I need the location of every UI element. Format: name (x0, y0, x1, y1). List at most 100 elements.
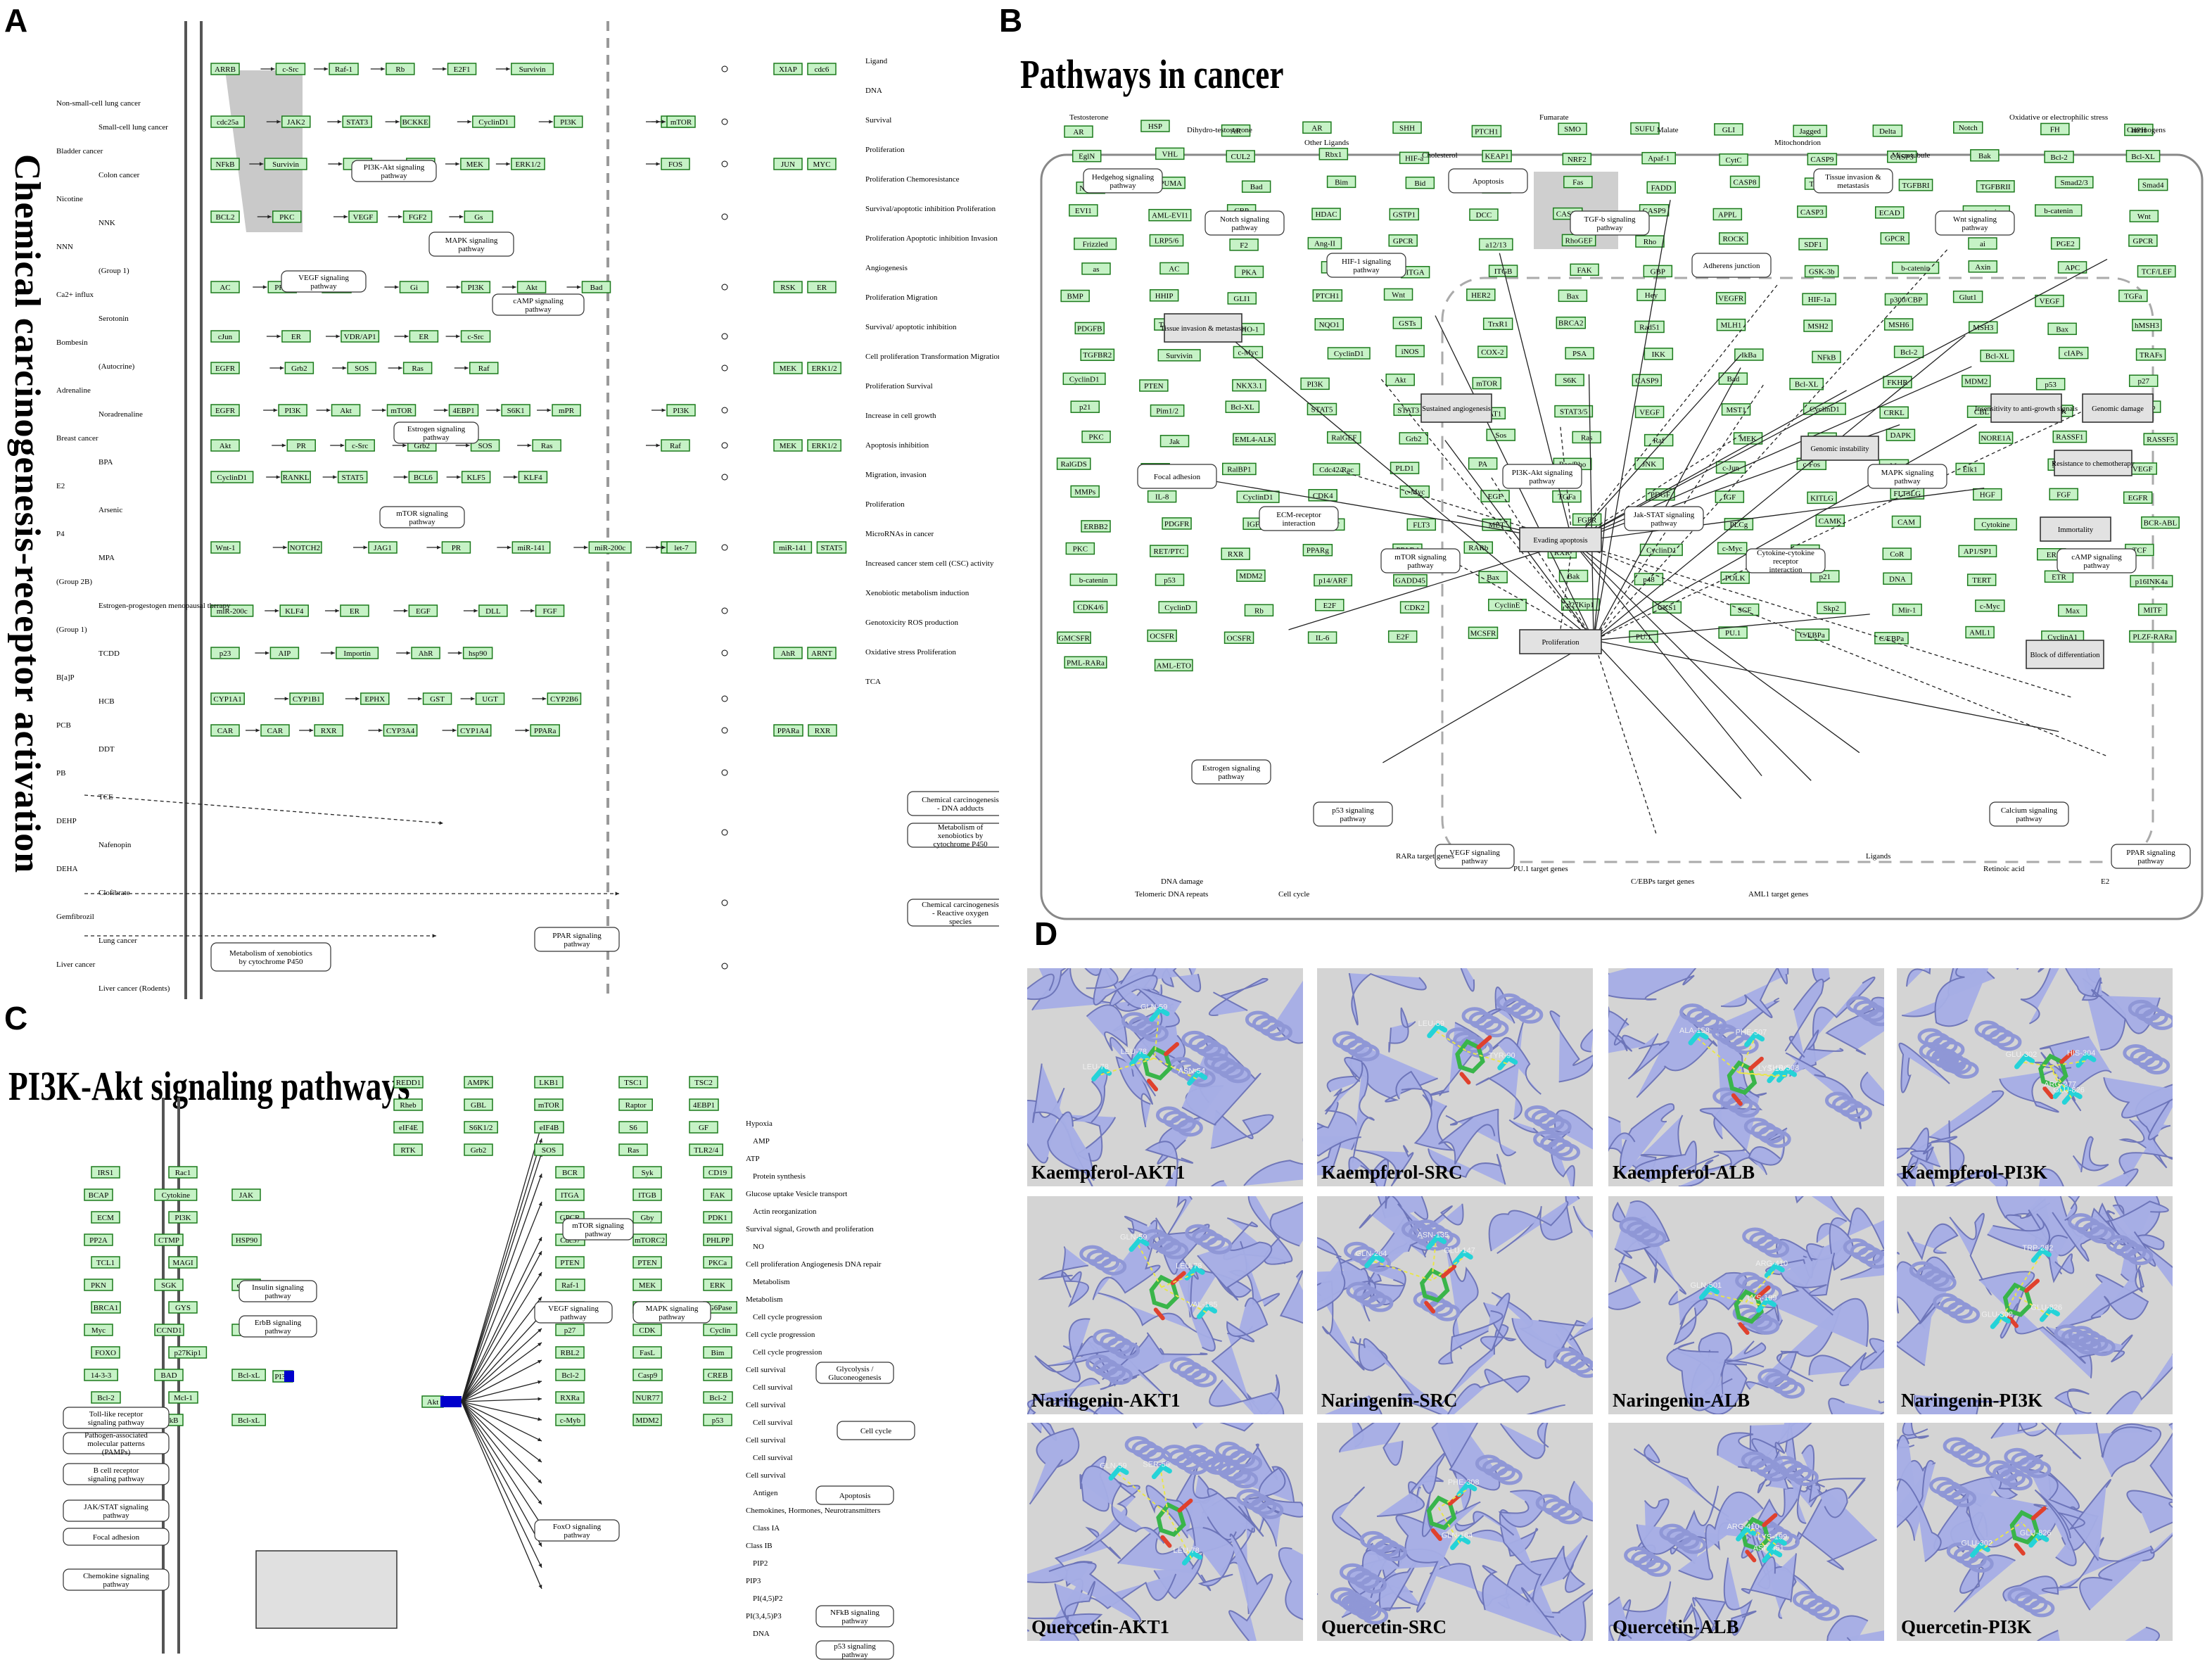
pathway-box-label: species (949, 918, 972, 926)
gene-label: CyclinD1 (478, 118, 509, 127)
edge-arrowhead (496, 408, 501, 412)
protein-ribbon (1086, 968, 1158, 1006)
annotation-text: Proliferation Apoptotic inhibition Invas… (865, 234, 999, 243)
gene-node: CDK (633, 1324, 662, 1336)
gene-box (168, 1211, 198, 1224)
gene-box (1715, 490, 1745, 503)
gene-label: ER (350, 607, 360, 616)
gene-node: Bax (1558, 289, 1588, 303)
edge-line (1559, 541, 1573, 635)
gene-label: RBL2 (561, 1349, 580, 1357)
gene-node: Rad51 (1634, 320, 1665, 334)
protein-ribbon (2118, 1119, 2171, 1169)
gene-label: RTK (400, 1146, 415, 1155)
protein-ribbon (1210, 1110, 1274, 1149)
gene-box (534, 1098, 564, 1111)
protein-ribbon (1029, 1427, 1080, 1505)
gene-label: c-Src (467, 333, 483, 341)
gene-box (154, 1369, 184, 1381)
gene-label: as (1093, 265, 1099, 274)
pathway-box-frame (815, 1485, 894, 1505)
gene-box (475, 692, 505, 705)
gene-box (807, 158, 837, 170)
gene-node: p27 (2128, 374, 2159, 387)
binding-residue (1776, 1067, 1797, 1083)
gene-label: Skp2 (1824, 604, 1840, 613)
protein-ribbon (1339, 1423, 1404, 1466)
edge-arrowhead (538, 1138, 542, 1143)
gene-node: Bcl-XL (2125, 150, 2161, 163)
gene-box (2135, 348, 2166, 361)
protein-ribbon (1209, 977, 1269, 1017)
protein-ribbon (1720, 968, 1789, 1019)
gene-node: Cyclin (703, 1324, 737, 1336)
pathway-box-label: molecular patterns (87, 1440, 145, 1448)
pathway-box-frame (1624, 506, 1704, 531)
pathway-box-frame (534, 1519, 620, 1542)
gene-node: ECAD (1874, 206, 1905, 219)
binding-residue (1688, 1029, 1709, 1046)
annotation-text: Glucose uptake Vesicle transport (746, 1190, 847, 1198)
protein-helix (1930, 1274, 1957, 1292)
gene-label: GPCR (2133, 237, 2154, 246)
gene-box (336, 647, 379, 659)
hallmark-box: Proliferation (1519, 629, 1602, 654)
protein-helix (2089, 1226, 2116, 1244)
pathway-box-frame (907, 791, 999, 816)
gene-label: iNOS (1401, 348, 1419, 356)
annotation-text: Cell cycle progression (753, 1313, 822, 1321)
gene-label: ER (419, 333, 429, 341)
edge-arrowhead (274, 609, 279, 613)
gene-box (281, 115, 311, 128)
edge-arrowhead (464, 366, 469, 370)
protein-ribbon (1608, 968, 1697, 1001)
residue-label: HIS-304 (2067, 1049, 2095, 1058)
edge-arrowhead (336, 334, 340, 338)
gene-node: CASP3 (1887, 150, 1917, 163)
gene-node: RET/PTC (1150, 545, 1188, 557)
gene-node: CyclinD1 (210, 471, 254, 483)
hydrogen-bond (1438, 1507, 1461, 1544)
gene-label: SMO (1564, 125, 1581, 134)
gene-node: TRAFs (2135, 348, 2166, 361)
docking-cell-label: Naringenin-SRC (1321, 1390, 1458, 1411)
gene-label: RalBP1 (1227, 465, 1251, 474)
annotation-text: Cell survival (753, 1454, 793, 1462)
protein-ribbon (1053, 1400, 1124, 1414)
gene-label: RXR (321, 727, 337, 735)
protein-ribbon (1668, 1271, 1748, 1326)
edge-arrowhead (527, 443, 532, 448)
protein-helix (1202, 1043, 1229, 1061)
pathway-box-label: VEGF signaling (548, 1305, 599, 1313)
gene-box (535, 604, 565, 617)
gene-node: miR-200c (588, 541, 632, 554)
gene-label: APC (2065, 264, 2080, 272)
gene-node: MEK (633, 1279, 662, 1291)
gene-node: AhR (411, 647, 440, 659)
gene-node: RASSF5 (2143, 433, 2178, 445)
gene-box (210, 362, 240, 374)
gene-label: TGFBR2 (1083, 351, 1112, 360)
gene-label: AhR (419, 649, 433, 658)
edge-arrowhead (355, 697, 360, 701)
gene-node: RTK (393, 1143, 423, 1156)
gene-node: IL-8 (1147, 490, 1177, 503)
gene-box (341, 330, 380, 343)
pathway-box-label: Chemical carcinogenesis (922, 901, 999, 909)
gene-box (1311, 208, 1341, 220)
gene-box (807, 647, 837, 659)
hydrogen-bond (1745, 1528, 1753, 1535)
gene-box (460, 158, 490, 170)
gene-box (478, 604, 508, 617)
docking-cell-label: Kaempferol-AKT1 (1031, 1162, 1186, 1183)
protein-helix (1190, 1369, 1217, 1388)
annotation-text: DDT (98, 745, 115, 754)
annotation-text: TCA (865, 678, 881, 686)
pathway-box-label: pathway (841, 1617, 868, 1625)
edge-line (461, 1401, 542, 1442)
protein-helix (2018, 1456, 2045, 1474)
pathway-box: Chemical carcinogenesis- Reactive oxygen… (907, 899, 999, 927)
